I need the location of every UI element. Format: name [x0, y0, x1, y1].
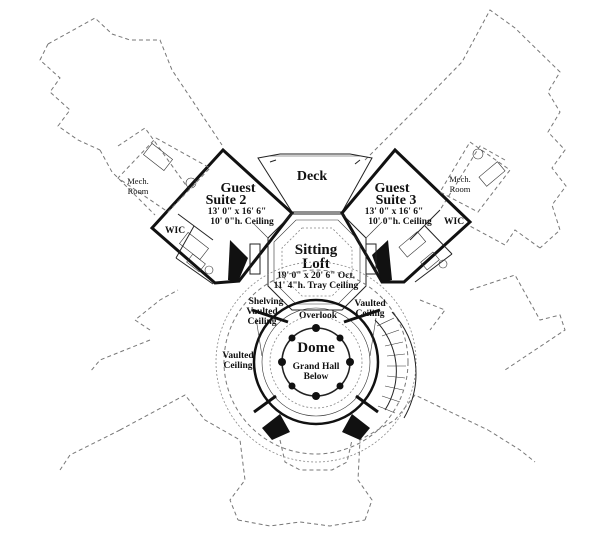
loft-title-line1: Sitting: [295, 242, 338, 258]
deck-label: Deck: [297, 169, 328, 184]
mech-right-line2: Room: [450, 184, 471, 194]
vaulted-right-line1: Vaulted: [354, 299, 386, 309]
loft-ceiling: 11' 4"h. Tray Ceiling: [274, 281, 359, 291]
suite-2-title-line2: Suite 2: [206, 193, 247, 208]
shelving-label-1: Shelving: [249, 297, 284, 307]
stair-treads: [376, 317, 406, 414]
mech-room-right: Mech. Room: [439, 141, 511, 213]
overlook-label: Overlook: [299, 311, 338, 321]
suite-2-dimensions: 13' 0" x 16' 6": [208, 207, 267, 217]
roof-outline: [39, 9, 567, 527]
sitting-loft: Sitting Loft 19' 0" x 20' 6" Oct. 11' 4"…: [249, 213, 383, 311]
suite-3-ceiling: 10' 0"h. Ceiling: [368, 217, 432, 227]
guest-suite-2: Guest Suite 2 13' 0" x 16' 6" 10' 0"h. C…: [149, 147, 295, 285]
wic-right-label: WIC: [444, 217, 464, 227]
vaulted-left-line1: Vaulted: [222, 351, 254, 361]
suite-3-title-line2: Suite 3: [376, 193, 417, 208]
mech-left-line2: Room: [128, 186, 149, 196]
mech-room-left: Mech. Room: [117, 137, 211, 213]
suite-2-ceiling: 10' 0"h. Ceiling: [210, 217, 274, 227]
rotunda: Shelving Vaulted Ceiling Overlook Vaulte…: [215, 261, 417, 471]
grand-hall-line2: Below: [304, 372, 329, 382]
vaulted-right-line2: Ceiling: [355, 309, 384, 319]
mech-right-line1: Mech.: [449, 174, 470, 184]
mech-left-line1: Mech.: [127, 176, 148, 186]
vaulted-left-line2: Ceiling: [223, 361, 252, 371]
shelving-label-3: Ceiling: [247, 317, 276, 327]
suite-3-dimensions: 13' 0" x 16' 6": [365, 207, 424, 217]
dome-label: Dome: [297, 340, 335, 356]
grand-hall-line1: Grand Hall: [293, 362, 340, 372]
loft-dimensions: 19' 0" x 20' 6" Oct.: [277, 271, 355, 281]
shelving-label-2: Vaulted: [246, 307, 278, 317]
guest-suite-3: Guest Suite 3 13' 0" x 16' 6" 10' 0"h. C…: [340, 147, 473, 284]
wic-left-label: WIC: [165, 226, 185, 236]
deck: Deck: [257, 153, 373, 213]
suite-3-title-line1: Guest: [375, 181, 410, 196]
loft-title-line2: Loft: [302, 256, 330, 272]
suite-2-title-line1: Guest: [221, 181, 256, 196]
